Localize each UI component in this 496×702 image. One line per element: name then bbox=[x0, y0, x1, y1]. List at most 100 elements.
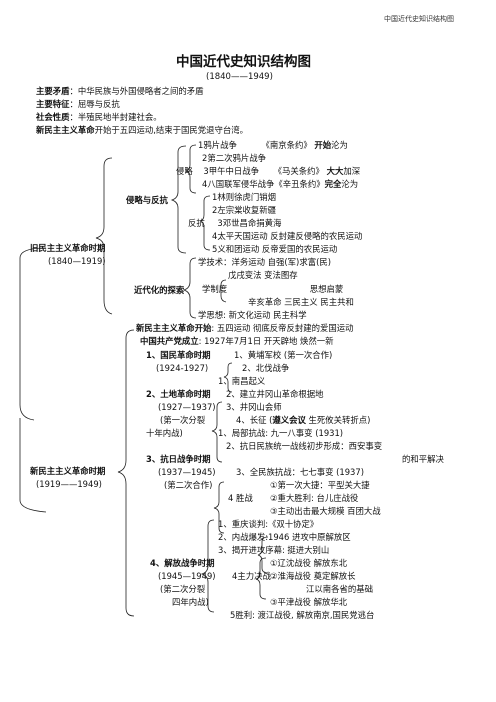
modern-line-4: 辛亥革命 三民主义 民主共和 bbox=[248, 297, 354, 307]
intro-text-3: ：半殖民地半封建社会。 bbox=[69, 112, 162, 122]
p3-battle-label: 4 胜战 bbox=[228, 493, 253, 503]
old-bracket bbox=[95, 157, 113, 315]
p2-bracket bbox=[211, 401, 223, 463]
p4-years: (1945—1949) bbox=[158, 571, 216, 581]
outer-bracket bbox=[19, 247, 47, 513]
p3-title: 3、抗日战争时期 bbox=[146, 454, 211, 464]
p1-title: 1、国民革命时期 bbox=[146, 350, 211, 360]
new-bracket bbox=[117, 329, 135, 617]
resist-line-4: 4太平天国运动 反封建反侵略的农民运动 bbox=[212, 231, 363, 241]
resistance-label: 反抗 bbox=[188, 218, 205, 228]
old-period-years: (1840—1919) bbox=[48, 256, 106, 266]
resist-line-3: 反抗 3邓世昌命捐黄海 bbox=[188, 218, 281, 228]
p3-battle-1: ①第一次大捷：平型关大捷 bbox=[270, 480, 370, 490]
intro-label-2: 主要特征 bbox=[36, 99, 70, 109]
p2-note-2: 十年内战) bbox=[146, 428, 183, 438]
intro-label-1: 主要矛盾 bbox=[36, 86, 70, 96]
modern-line-5: 学思想: 新文化运动 民主科学 bbox=[198, 310, 307, 320]
p3-note: (第二次合作) bbox=[164, 480, 213, 490]
p4-note-2: 四年内战) bbox=[172, 597, 209, 607]
shimonoseki-treaty: 《马关条约》 bbox=[273, 166, 324, 176]
p1-years: (1924-1927) bbox=[156, 363, 209, 373]
intro-text-1: ：中华民族与外国侵略者之间的矛盾 bbox=[69, 86, 204, 96]
running-header: 中国近代史知识结构图 bbox=[384, 15, 454, 23]
p4-title: 4、解放战争时期 bbox=[150, 558, 215, 568]
p3-battle-3: ③主动出击最大规模 百团大战 bbox=[270, 506, 381, 516]
new-start-line: 新民主主义革命开始: 五四运动 彻底反帝反封建的爱国运动 bbox=[136, 323, 354, 333]
modern-line-1: 学技术：洋务运动 自强(军)求富(民) bbox=[198, 257, 331, 267]
resist-line-1: 1林则徐虎门销烟 bbox=[212, 192, 276, 202]
invasion-bracket bbox=[170, 145, 187, 254]
page-subtitle: (1840——1949) bbox=[206, 72, 273, 82]
intro-label-4: 新民主主义革命 bbox=[36, 125, 95, 135]
p4-item-2: 2、内战爆发:1946 进攻中原解放区 bbox=[218, 532, 351, 542]
p2-item-4: 4、长征 (遵义会议 生死攸关转折点) bbox=[236, 415, 370, 425]
page-title: 中国近代史知识结构图 bbox=[176, 54, 311, 70]
p4-battle-2: ②淮海战役 奠定解放长 bbox=[270, 571, 356, 581]
start-word: 开始 bbox=[314, 140, 332, 150]
nanjing-treaty: 《南京条约》 bbox=[261, 140, 312, 150]
p4-note-1: (第二次分裂 bbox=[160, 584, 206, 594]
new-period-years: (1919——1949) bbox=[36, 479, 102, 489]
deepen-word: 加深 bbox=[343, 166, 361, 176]
invasion-line-4: 4八国联军侵华战争《辛丑条约》完全沦为 bbox=[202, 179, 358, 189]
new-period-title: 新民主主义革命时期 bbox=[30, 466, 106, 476]
old-period-title: 旧民主主义革命时期 bbox=[30, 243, 106, 253]
intro-line-1: 主要矛盾：中华民族与外国侵略者之间的矛盾 bbox=[36, 86, 204, 96]
party-label: 中国共产党成立 bbox=[140, 336, 199, 346]
p3-item-3: 3、全民族抗战：七七事变 (1937) bbox=[236, 467, 364, 477]
party-text: : 1927年7月1日 开天辟地 焕然一新 bbox=[198, 336, 334, 346]
p3-item-1: 1、局部抗战: 九一八事变 (1931) bbox=[218, 428, 344, 438]
invasion-title: 侵略与反抗 bbox=[126, 195, 168, 205]
intro-label-3: 社会性质 bbox=[36, 112, 70, 122]
p1-item-2: 2、北伐战争 bbox=[242, 363, 290, 373]
modern-bracket bbox=[182, 257, 197, 319]
p3-battle-2: ②重大胜利: 台儿庄战役 bbox=[270, 493, 359, 503]
p4-sub-bracket bbox=[255, 557, 267, 600]
fall-word-1: 沦为 bbox=[331, 140, 348, 150]
invasion-line-3: 侵略 3甲午中日战争 《马关条约》 大大加深 bbox=[176, 166, 360, 176]
p4-battle-2b: 江以南各省的基础 bbox=[306, 584, 373, 594]
new-start-label: 新民主主义革命开始 bbox=[136, 323, 212, 333]
long-march: 4、长征 ( bbox=[236, 415, 273, 425]
p4-item-5: 5胜利: 渡江战役, 解放南京,国民党逃台 bbox=[230, 610, 375, 620]
invasion-line-1: 1鸦片战争 《南京条约》 开始沦为 bbox=[198, 140, 348, 150]
modern-line-3: 学制度 思想启蒙 bbox=[202, 284, 343, 294]
p3-sub-bracket bbox=[257, 536, 269, 574]
resistance-bracket bbox=[199, 195, 211, 251]
p3-item-2b: 的和平解决 bbox=[402, 454, 444, 464]
intro-text-4: 开始于五四运动,结束于国民党退守台湾。 bbox=[94, 125, 249, 135]
p2-years: (1927—1937) bbox=[158, 402, 216, 412]
aggression-bracket bbox=[185, 144, 197, 194]
complete-word: 完全 bbox=[324, 179, 342, 189]
resist-line-5: 5义和团运动 反帝爱国的农民运动 bbox=[212, 244, 338, 254]
p1-item-1: 1、黄埔军校 (第一次合作) bbox=[234, 350, 333, 360]
p2-item-2: 2、建立井冈山革命根据地 bbox=[226, 389, 324, 399]
deng-shichang: 3邓世昌命捐黄海 bbox=[217, 218, 282, 228]
p3-bracket bbox=[213, 481, 225, 534]
party-founding-line: 中国共产党成立: 1927年7月1日 开天辟地 焕然一新 bbox=[140, 336, 334, 346]
eight-nation-war: 4八国联军侵华战争《辛丑条约》 bbox=[202, 179, 325, 189]
opium-war: 1鸦片战争 bbox=[198, 140, 237, 150]
modern-title: 近代化的探索 bbox=[134, 285, 185, 295]
p4-bracket bbox=[200, 519, 215, 613]
intro-text-2: ：屈辱与反抗 bbox=[69, 99, 120, 109]
p3-years: (1937—1945) bbox=[158, 467, 216, 477]
enlightenment: 思想启蒙 bbox=[309, 284, 344, 294]
p4-item-3: 3、揭开进攻序幕: 挺进大别山 bbox=[218, 545, 330, 555]
p4-battle-label: 4主力决战 bbox=[232, 571, 271, 581]
system-bracket bbox=[220, 279, 227, 303]
intro-line-3: 社会性质：半殖民地半封建社会。 bbox=[36, 112, 162, 122]
turning-point: 生死攸关转折点) bbox=[305, 415, 371, 425]
intro-line-4: 新民主主义革命开始于五四运动,结束于国民党退守台湾。 bbox=[36, 125, 248, 135]
p4-battle-1: ①辽沈战役 解放东北 bbox=[270, 558, 348, 568]
p3-item-2: 2、抗日民族统一战线初步形成：西安事变 bbox=[226, 441, 383, 451]
p4-item-1: 1、重庆谈判:《双十协定》 bbox=[218, 519, 319, 529]
p2-title: 2、土地革命时期 bbox=[146, 389, 211, 399]
learn-system: 学制度 bbox=[202, 284, 228, 294]
sino-japanese-war: 3甲午中日战争 bbox=[203, 166, 259, 176]
new-start-text: : 五四运动 彻底反帝反封建的爱国运动 bbox=[211, 323, 354, 333]
aggression-label: 侵略 bbox=[176, 166, 193, 176]
modern-line-2: 戊戌变法 变法图存 bbox=[228, 270, 298, 280]
